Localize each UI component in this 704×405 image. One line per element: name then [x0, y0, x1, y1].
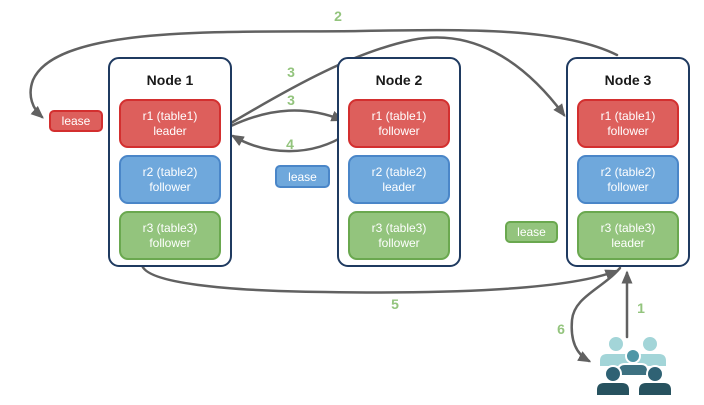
step-label-4: 4 [286, 136, 294, 152]
replica-label: r1 (table1) [600, 108, 656, 123]
replica-label: r1 (table1) [371, 108, 427, 123]
replica-label: r3 (table3) [600, 220, 656, 235]
replica-label: r1 (table1) [142, 108, 198, 123]
replica-role: follower [378, 123, 420, 138]
node-3: Node 3 r1 (table1) follower r2 (table2) … [566, 57, 690, 267]
replica-label: r3 (table3) [371, 220, 427, 235]
replica-role: leader [611, 235, 645, 250]
step-label-2: 2 [334, 8, 342, 24]
step-label-3b: 3 [287, 92, 295, 108]
replica-role: follower [378, 235, 420, 250]
node-2: Node 2 r1 (table1) follower r2 (table2) … [337, 57, 461, 267]
node-1-replica-r3-follower: r3 (table3) follower [119, 211, 221, 260]
node-2-replica-r1-follower: r1 (table1) follower [348, 99, 450, 148]
step-label-1: 1 [637, 300, 645, 316]
node-3-replica-r3-leader: r3 (table3) leader [577, 211, 679, 260]
replica-role: follower [149, 179, 191, 194]
step-label-5: 5 [391, 296, 399, 312]
node-3-replica-r1-follower: r1 (table1) follower [577, 99, 679, 148]
users-icon [595, 335, 673, 397]
replica-role: follower [607, 179, 649, 194]
replica-role: leader [382, 179, 416, 194]
arrow-step-2-node3-to-lease1 [29, 28, 619, 119]
node-2-replica-r2-leader: r2 (table2) leader [348, 155, 450, 204]
lease-badge-table2: lease [275, 165, 330, 188]
node-1-title: Node 1 [146, 72, 194, 88]
step-label-3a: 3 [287, 64, 295, 80]
replica-role: follower [607, 123, 649, 138]
arrow-step-5-node1-to-node3 [140, 263, 619, 294]
node-2-title: Node 2 [375, 72, 423, 88]
node-1-replica-r2-follower: r2 (table2) follower [119, 155, 221, 204]
replica-label: r2 (table2) [600, 164, 656, 179]
arrow-step-3-leader-to-node2-follower [229, 109, 345, 128]
replica-label: r3 (table3) [142, 220, 198, 235]
replica-label: r2 (table2) [142, 164, 198, 179]
replica-role: leader [153, 123, 187, 138]
arrow-step-3-leader-to-node3-follower [229, 36, 566, 125]
arrow-step-6-node3-to-users [570, 266, 622, 363]
lease-badge-table3: lease [505, 221, 558, 243]
node-1-replica-r1-leader: r1 (table1) leader [119, 99, 221, 148]
arrow-step-4-node2-follower-to-leader [230, 132, 349, 153]
step-label-6: 6 [557, 321, 565, 337]
replica-role: follower [149, 235, 191, 250]
replica-label: r2 (table2) [371, 164, 427, 179]
node-3-replica-r2-follower: r2 (table2) follower [577, 155, 679, 204]
lease-badge-table1: lease [49, 110, 103, 132]
node-1: Node 1 r1 (table1) leader r2 (table2) fo… [108, 57, 232, 267]
node-2-replica-r3-follower: r3 (table3) follower [348, 211, 450, 260]
node-3-title: Node 3 [604, 72, 652, 88]
